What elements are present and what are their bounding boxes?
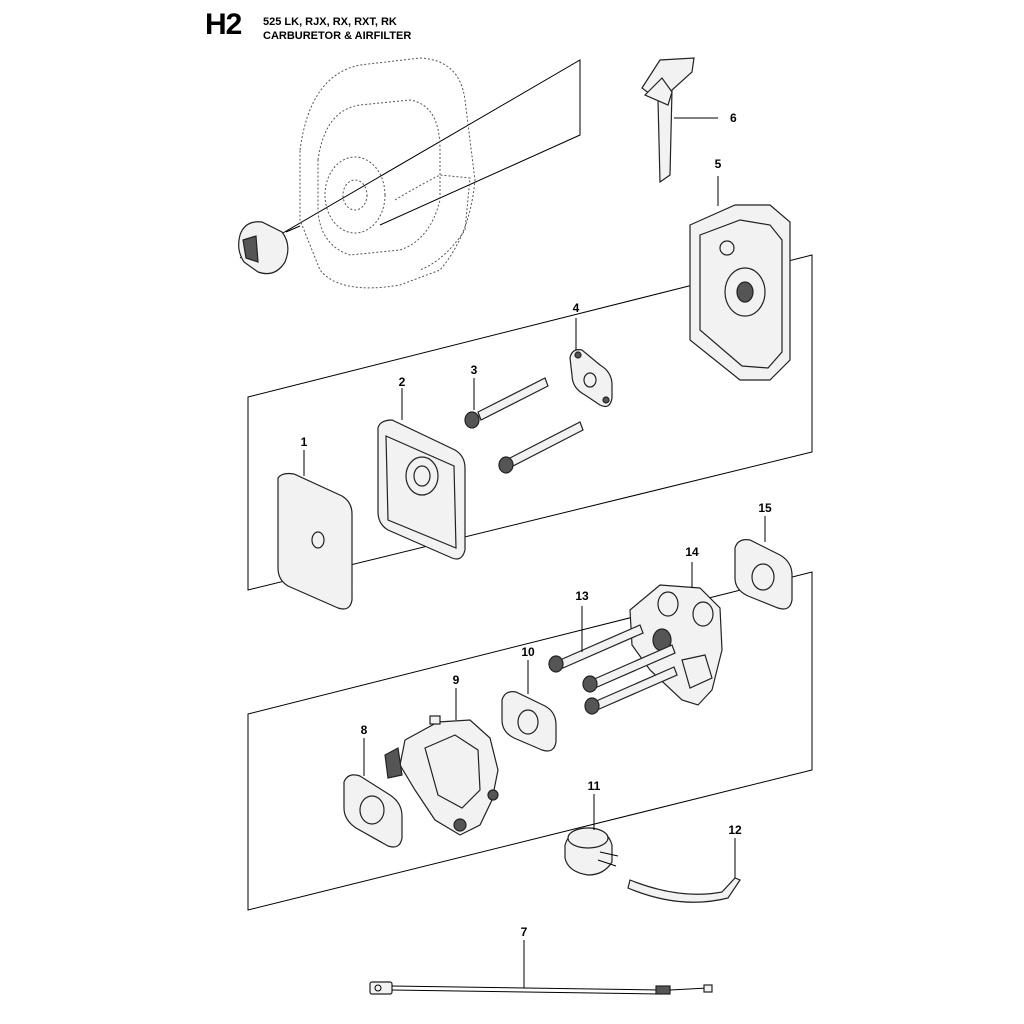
filter-housing-part-5[interactable]: [689, 176, 791, 381]
long-screw-part-3-upper[interactable]: [464, 377, 549, 429]
primer-bulb-part-11[interactable]: [564, 794, 619, 876]
bracket-part-6[interactable]: [641, 57, 718, 184]
filter-frame-part-2[interactable]: [377, 388, 466, 560]
callout-13[interactable]: 13: [575, 589, 589, 603]
callout-10[interactable]: 10: [521, 645, 535, 659]
section-title: CARBURETOR & AIRFILTER: [263, 30, 412, 42]
fuel-hose-part-12[interactable]: [627, 838, 741, 903]
callout-3[interactable]: 3: [471, 363, 478, 377]
section-code: H2: [205, 8, 242, 41]
gasket-part-10[interactable]: [501, 660, 557, 752]
callout-5[interactable]: 5: [715, 157, 722, 171]
model-list: 525 LK, RJX, RX, RXT, RK: [263, 16, 397, 28]
cover-assembly-plane: [239, 59, 581, 259]
cover-knob[interactable]: [238, 221, 301, 275]
screw-part-13[interactable]: [548, 606, 678, 715]
callout-14[interactable]: 14: [685, 545, 699, 559]
cable-part-7[interactable]: [369, 940, 713, 995]
lower-assembly-plane: [247, 571, 813, 911]
callout-9[interactable]: 9: [453, 673, 460, 687]
gasket-part-8[interactable]: [343, 738, 403, 848]
air-filter-cover[interactable]: [299, 57, 476, 289]
long-screw-part-3-lower[interactable]: [498, 421, 584, 474]
carburetor-part-9[interactable]: [384, 688, 499, 836]
callout-4[interactable]: 4: [573, 301, 580, 315]
callout-8[interactable]: 8: [361, 723, 368, 737]
callout-7[interactable]: 7: [521, 925, 528, 939]
filter-element-part-1[interactable]: [277, 450, 353, 610]
gasket-part-15[interactable]: [734, 516, 793, 610]
callout-6[interactable]: 6: [730, 111, 737, 125]
callout-12[interactable]: 12: [728, 823, 742, 837]
spacer-plate-part-4[interactable]: [569, 318, 613, 408]
upper-assembly-plane: [247, 254, 813, 591]
callout-11[interactable]: 11: [588, 779, 601, 793]
callout-1[interactable]: 1: [301, 435, 308, 449]
callout-15[interactable]: 15: [758, 501, 772, 515]
callout-2[interactable]: 2: [399, 375, 406, 389]
